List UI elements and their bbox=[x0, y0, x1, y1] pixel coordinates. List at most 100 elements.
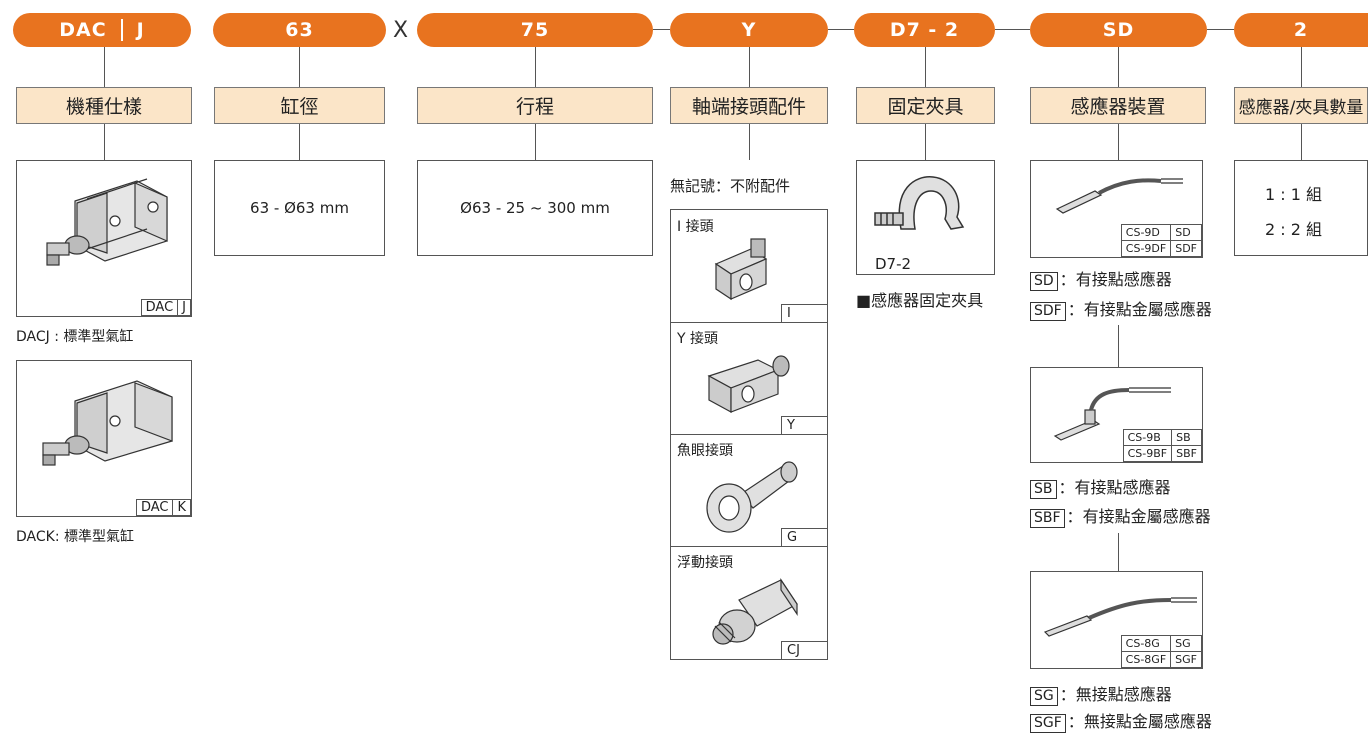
header-qty: 感應器/夾具數量 bbox=[1234, 87, 1368, 124]
cylinder-k-image: DAC K bbox=[16, 360, 192, 517]
mount-code: D7-2 bbox=[875, 255, 912, 273]
sensor-code: SBF bbox=[1171, 445, 1202, 462]
model-pill: DAC J bbox=[13, 13, 191, 47]
dash-connector bbox=[1207, 29, 1234, 30]
sensor-desc-text: 無接點感應器 bbox=[1075, 685, 1172, 704]
connector-line bbox=[925, 47, 926, 87]
rod-item-code: I bbox=[781, 304, 827, 322]
sensor-icon bbox=[1053, 387, 1171, 441]
stroke-value: Ø63 - 25 ~ 300 mm bbox=[460, 199, 610, 217]
connector-line bbox=[1118, 533, 1119, 571]
mount-pill: D7 - 2 bbox=[854, 13, 995, 47]
connector-line bbox=[299, 47, 300, 87]
sensor-desc: SGF：無接點金屬感應器 bbox=[1030, 708, 1212, 733]
sensor-model-table: CS-8G SG CS-8GF SGF bbox=[1120, 635, 1202, 668]
sensor-desc-text: 有接點感應器 bbox=[1074, 478, 1171, 497]
model-k-caption: DACK: 標準型氣缸 bbox=[16, 529, 134, 545]
model-j-code-a: DAC bbox=[140, 299, 179, 316]
connector-line bbox=[1301, 47, 1302, 87]
sensor-desc: SD：有接點感應器 bbox=[1030, 266, 1172, 291]
bore-value: 63 - Ø63 mm bbox=[250, 199, 349, 217]
sensor-model: CS-9BF bbox=[1122, 445, 1173, 462]
connector-line bbox=[1118, 47, 1119, 87]
header-stroke: 行程 bbox=[417, 87, 653, 124]
model-code-a: DAC bbox=[59, 19, 107, 41]
sensor-icon bbox=[1055, 178, 1183, 214]
eye-joint-icon bbox=[706, 461, 798, 533]
sensor-code-badge: SB bbox=[1030, 480, 1057, 499]
mount-clamp-icon bbox=[874, 176, 965, 230]
sensor-pill: SD bbox=[1030, 13, 1207, 47]
model-k-code-a: DAC bbox=[135, 499, 174, 516]
y-joint-icon bbox=[707, 355, 790, 414]
stroke-pill: 75 bbox=[417, 13, 653, 47]
sensor-code-badge: SD bbox=[1030, 272, 1058, 291]
sensor-desc-text: 有接點感應器 bbox=[1075, 270, 1172, 289]
connector-line bbox=[1118, 325, 1119, 367]
sensor-desc: SB：有接點感應器 bbox=[1030, 474, 1171, 499]
dash-connector bbox=[995, 29, 1030, 30]
header-mount: 固定夾具 bbox=[856, 87, 995, 124]
connector-line bbox=[299, 124, 300, 160]
sensor-desc: SDF：有接點金屬感應器 bbox=[1030, 296, 1212, 321]
dash-connector bbox=[653, 29, 670, 30]
sensor-desc-text: 有接點金屬感應器 bbox=[1082, 507, 1211, 526]
rod-item-label: 魚眼接頭 bbox=[677, 443, 733, 459]
sensor-code-badge: SBF bbox=[1030, 509, 1065, 528]
model-k-code-b: K bbox=[172, 499, 191, 516]
connector-line bbox=[1301, 124, 1302, 160]
sensor-model: CS-9DF bbox=[1120, 240, 1172, 257]
rod-list: I 接頭 I Y 接頭 Y 魚眼接頭 bbox=[670, 209, 828, 660]
rod-item: 浮動接頭 CJ bbox=[671, 546, 827, 659]
sensor-desc-text: 有接點金屬感應器 bbox=[1083, 300, 1212, 319]
cylinder-icon bbox=[46, 178, 168, 266]
sensor-model: CS-9B bbox=[1122, 429, 1173, 446]
sensor-code-badge: SG bbox=[1030, 687, 1058, 706]
header-sensor: 感應器裝置 bbox=[1030, 87, 1206, 124]
connector-line bbox=[535, 47, 536, 87]
rod-item-code: Y bbox=[781, 416, 827, 434]
sensor-code: SGF bbox=[1170, 651, 1202, 668]
sensor-model: CS-9D bbox=[1120, 224, 1172, 241]
connector-line bbox=[1118, 124, 1119, 160]
rod-item: 魚眼接頭 G bbox=[671, 434, 827, 547]
connector-line bbox=[925, 124, 926, 160]
pill-divider bbox=[120, 19, 123, 41]
connector-line bbox=[104, 47, 105, 87]
model-j-code-b: J bbox=[177, 299, 191, 316]
sensor-code: SB bbox=[1171, 429, 1202, 446]
rod-none-note: 無記號：不附配件 bbox=[670, 177, 791, 195]
sensor-box-3: CS-8G SG CS-8GF SGF bbox=[1030, 571, 1203, 669]
times-sign: X bbox=[393, 18, 409, 43]
sensor-desc-text: 無接點金屬感應器 bbox=[1083, 712, 1212, 731]
mount-caption: ■感應器固定夾具 bbox=[856, 291, 984, 310]
i-joint-icon bbox=[714, 238, 768, 301]
bore-box: 63 - Ø63 mm bbox=[214, 160, 385, 256]
rod-item: I 接頭 I bbox=[671, 210, 827, 323]
floating-joint-icon bbox=[712, 578, 798, 645]
rod-item-label: Y 接頭 bbox=[677, 331, 719, 347]
connector-line bbox=[104, 124, 105, 160]
model-code-b: J bbox=[136, 19, 145, 41]
rod-item-code: CJ bbox=[781, 641, 827, 659]
sensor-code: SG bbox=[1170, 635, 1202, 652]
connector-line bbox=[535, 124, 536, 160]
sensor-code: SDF bbox=[1170, 240, 1202, 257]
stroke-box: Ø63 - 25 ~ 300 mm bbox=[417, 160, 653, 256]
sensor-desc: SG：無接點感應器 bbox=[1030, 681, 1172, 706]
sensor-model: CS-8GF bbox=[1120, 651, 1172, 668]
dash-connector bbox=[828, 29, 854, 30]
rod-item-label: I 接頭 bbox=[677, 219, 714, 235]
model-j-caption: DACJ : 標準型氣缸 bbox=[16, 329, 134, 345]
qty-line-2: 2 : 2 組 bbox=[1265, 220, 1323, 239]
rod-pill: Y bbox=[670, 13, 828, 47]
sensor-desc: SBF：有接點金屬感應器 bbox=[1030, 503, 1211, 528]
qty-box: 1 : 1 組 2 : 2 組 bbox=[1234, 160, 1368, 256]
model-code-table: DAC J bbox=[140, 299, 191, 316]
mount-box: D7-2 bbox=[856, 160, 995, 275]
connector-line bbox=[749, 47, 750, 87]
sensor-model-table: CS-9D SD CS-9DF SDF bbox=[1120, 224, 1202, 257]
model-code-table: DAC K bbox=[135, 499, 191, 516]
header-rod: 軸端接頭配件 bbox=[670, 87, 828, 124]
sensor-box-1: CS-9D SD CS-9DF SDF bbox=[1030, 160, 1203, 258]
